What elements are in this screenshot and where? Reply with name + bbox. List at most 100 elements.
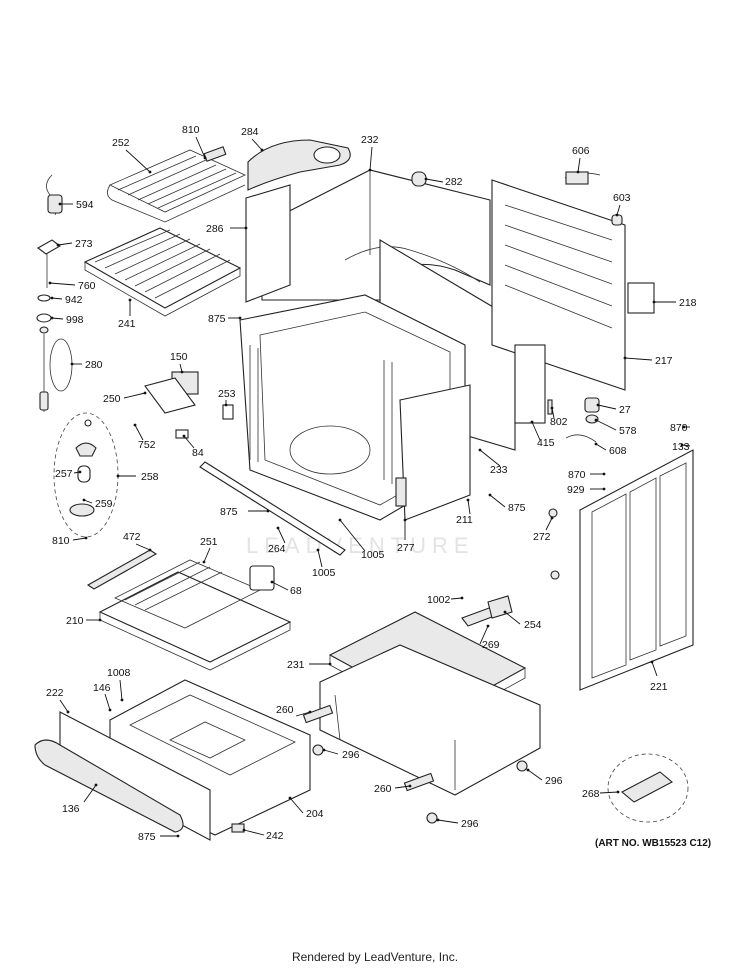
part-callout-label: 150 [170, 351, 188, 363]
drawer-latch-inset-drawing [607, 753, 689, 823]
part-callout-label: 146 [93, 682, 111, 694]
part-callout-label: 1005 [361, 549, 385, 561]
leader-dot [143, 391, 147, 395]
part-callout-label: 998 [66, 314, 84, 326]
part-callout-label: 253 [218, 388, 236, 400]
part-callout-label: 250 [103, 393, 121, 405]
leader-line [437, 819, 459, 824]
part-callout-label: 875 [138, 831, 156, 843]
small-right-parts-drawing [547, 397, 600, 443]
part-callout-label: 286 [206, 223, 224, 235]
part-callout-label: 472 [123, 531, 141, 543]
part-callout-label: 1008 [107, 667, 131, 679]
side-panel-drawing [548, 449, 694, 691]
leader-dot [602, 487, 606, 491]
part-callout-label: 260 [276, 704, 294, 716]
leader-dot [276, 526, 280, 530]
part-callout-label: 810 [52, 535, 70, 547]
part-callout-label: 269 [482, 639, 500, 651]
watermark: LEADVENTURE [246, 533, 475, 558]
part-callout-label: 27 [619, 404, 631, 416]
leader-dot [182, 434, 186, 438]
part-callout-label: 870 [568, 469, 586, 481]
part-callout-label: 284 [241, 126, 259, 138]
leader-line [57, 242, 73, 246]
bake-element-drawing [107, 146, 246, 223]
part-callout-label: 810 [182, 124, 200, 136]
part-callout-label: 136 [62, 803, 80, 815]
leader-line [49, 282, 76, 286]
leader-line [289, 797, 304, 814]
leader-line [125, 149, 151, 173]
part-callout-label: 218 [679, 297, 697, 309]
leader-dot [180, 370, 184, 374]
leader-line [369, 146, 373, 171]
leader-dot [50, 296, 54, 300]
leader-dot [203, 156, 207, 160]
part-callout-label: 232 [361, 134, 379, 146]
part-callout-label: 875 [220, 506, 238, 518]
footer-credit: Rendered by LeadVenture, Inc. [291, 950, 459, 964]
part-callout-label: 752 [138, 439, 156, 451]
leader-dot [148, 170, 152, 174]
part-callout-label: 802 [550, 416, 568, 428]
leader-dot [550, 406, 554, 410]
leader-line [104, 693, 111, 711]
leader-line [83, 784, 97, 803]
part-callout-label: 211 [456, 514, 473, 526]
leader-dot [66, 710, 70, 714]
leader-dot [623, 356, 627, 360]
leader-dot [503, 610, 507, 614]
leader-dot [602, 472, 606, 476]
back-panel-drawing [491, 171, 655, 424]
leader-dot [266, 509, 270, 513]
leader-dot [466, 498, 470, 502]
leader-dot [238, 316, 242, 320]
leader-dot [242, 828, 246, 832]
part-callout-label: 875 [208, 313, 226, 325]
leader-line [323, 749, 339, 755]
leader-dot [652, 300, 656, 304]
screws-drawing [312, 744, 528, 824]
leader-line [651, 661, 658, 677]
leader-dot [128, 298, 132, 302]
leader-dot [308, 710, 312, 714]
part-callout-label: 594 [76, 199, 94, 211]
part-callout-label: 252 [112, 137, 130, 149]
leader-line [59, 699, 69, 713]
leader-line [467, 499, 471, 515]
lower-heater-drawing [86, 549, 292, 671]
part-callout-label: 277 [397, 542, 415, 554]
leader-dot [486, 624, 490, 628]
part-callout-label: 241 [118, 318, 136, 330]
leader-line [531, 421, 541, 441]
part-callout-label: 415 [537, 437, 555, 449]
leader-line [394, 785, 411, 789]
leader-dot [56, 243, 60, 247]
leader-line [251, 138, 263, 151]
part-callout-label: 84 [192, 447, 204, 459]
leader-line [135, 543, 151, 551]
leader-dot [270, 580, 274, 584]
leader-dot [488, 493, 492, 497]
leader-dot [244, 226, 248, 230]
leader-dot [576, 170, 580, 174]
part-callout-label: 296 [545, 775, 563, 787]
leader-line [183, 435, 195, 449]
leader-dot [436, 818, 440, 822]
part-callout-label: 603 [613, 192, 631, 204]
leader-line [527, 769, 543, 781]
part-callout-label: 231 [287, 659, 305, 671]
leader-dot [338, 518, 342, 522]
leader-dot [288, 796, 292, 800]
leader-dot [133, 423, 137, 427]
leader-dot [120, 698, 124, 702]
part-callout-label: 760 [78, 280, 96, 292]
part-callout-label: 268 [582, 788, 600, 800]
leader-line [83, 499, 93, 504]
drawer-housing-drawing [302, 595, 541, 796]
part-callout-label: 875 [508, 502, 526, 514]
oven-cavity-drawing [239, 169, 516, 521]
leader-line [551, 407, 555, 419]
